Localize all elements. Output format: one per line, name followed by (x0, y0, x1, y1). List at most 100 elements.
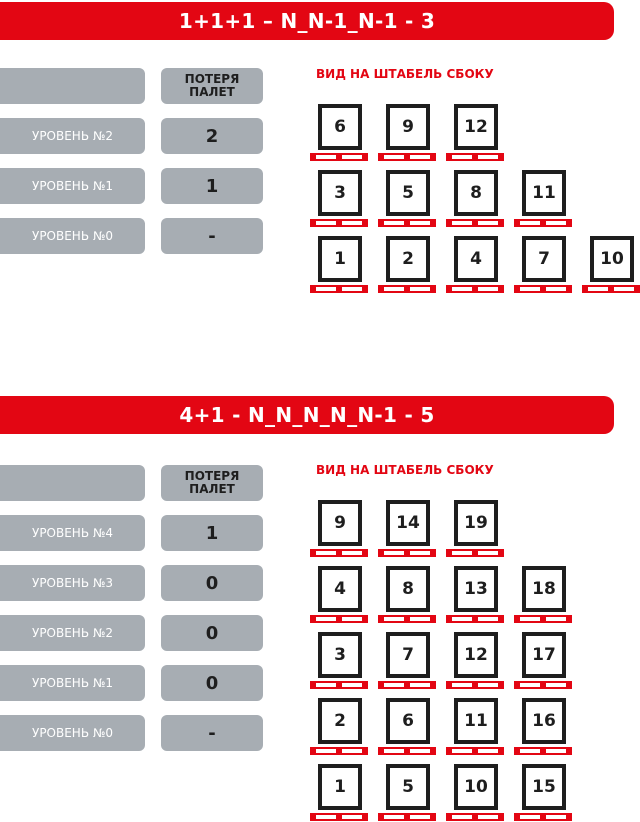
level-label: УРОВЕНЬ №0 (0, 218, 145, 254)
pallet: 4 (446, 236, 504, 294)
pallet-skid (310, 219, 368, 227)
pallet-number: 10 (590, 236, 634, 282)
pallet-skid (310, 615, 368, 623)
pallet: 5 (378, 764, 436, 822)
pallet-number: 11 (454, 698, 498, 744)
loss-header: ПОТЕРЯ ПАЛЕТ (161, 68, 263, 104)
pallet-number: 13 (454, 566, 498, 612)
pallet-number: 5 (386, 764, 430, 810)
pallet-skid (446, 747, 504, 755)
pallet: 1 (310, 764, 368, 822)
pallet-number: 14 (386, 500, 430, 546)
pallet: 7 (514, 236, 572, 294)
pallet: 6 (310, 104, 368, 162)
pallet: 11 (514, 170, 572, 228)
pallet: 6 (378, 698, 436, 756)
pallet: 12 (446, 104, 504, 162)
pallet-skid (446, 219, 504, 227)
pallet-skid (446, 681, 504, 689)
pallet-skid (310, 549, 368, 557)
loss-header-line2: ПАЛЕТ (189, 482, 235, 496)
pallet-number: 12 (454, 632, 498, 678)
pallet-number: 12 (454, 104, 498, 150)
loss-header-line1: ПОТЕРЯ (184, 72, 240, 86)
pallet-number: 9 (318, 500, 362, 546)
pallet: 18 (514, 566, 572, 624)
loss-header: ПОТЕРЯ ПАЛЕТ (161, 465, 263, 501)
level-label: УРОВЕНЬ №0 (0, 715, 145, 751)
pallet-number: 16 (522, 698, 566, 744)
pallet-number: 15 (522, 764, 566, 810)
pallet-skid (446, 285, 504, 293)
pallet-skid (378, 813, 436, 821)
pallet: 5 (378, 170, 436, 228)
pallet-number: 7 (386, 632, 430, 678)
stack-view-title: ВИД НА ШТАБЕЛЬ СБОКУ (316, 67, 494, 81)
level-loss-value: 2 (161, 118, 263, 154)
pallet-number: 11 (522, 170, 566, 216)
pallet: 14 (378, 500, 436, 558)
pallet-skid (514, 219, 572, 227)
pallet-skid (582, 285, 640, 293)
pallet: 9 (378, 104, 436, 162)
pallet-number: 2 (318, 698, 362, 744)
pallet: 3 (310, 632, 368, 690)
pallet-number: 3 (318, 632, 362, 678)
level-loss-value: 0 (161, 615, 263, 651)
level-loss-value: - (161, 715, 263, 751)
level-loss-value: 1 (161, 168, 263, 204)
pallet-skid (514, 681, 572, 689)
empty-header-cell (0, 68, 145, 104)
level-loss-value: - (161, 218, 263, 254)
pallet: 13 (446, 566, 504, 624)
section1-banner: 1+1+1 – N_N-1_N-1 - 3 (0, 2, 614, 40)
pallet-skid (310, 681, 368, 689)
pallet: 16 (514, 698, 572, 756)
level-label: УРОВЕНЬ №3 (0, 565, 145, 601)
pallet-skid (378, 153, 436, 161)
pallet-skid (514, 813, 572, 821)
pallet-number: 17 (522, 632, 566, 678)
pallet-number: 9 (386, 104, 430, 150)
pallet-skid (378, 219, 436, 227)
pallet: 8 (378, 566, 436, 624)
pallet: 11 (446, 698, 504, 756)
pallet: 2 (378, 236, 436, 294)
level-loss-value: 1 (161, 515, 263, 551)
pallet-skid (310, 153, 368, 161)
pallet-skid (514, 747, 572, 755)
pallet-number: 18 (522, 566, 566, 612)
pallet-skid (310, 747, 368, 755)
loss-header-line2: ПАЛЕТ (189, 85, 235, 99)
pallet: 4 (310, 566, 368, 624)
pallet-skid (378, 681, 436, 689)
pallet: 2 (310, 698, 368, 756)
pallet-number: 8 (386, 566, 430, 612)
pallet: 3 (310, 170, 368, 228)
pallet: 1 (310, 236, 368, 294)
level-loss-value: 0 (161, 665, 263, 701)
pallet-skid (514, 285, 572, 293)
pallet-number: 1 (318, 764, 362, 810)
pallet-skid (378, 285, 436, 293)
pallet-skid (378, 549, 436, 557)
pallet-number: 6 (386, 698, 430, 744)
pallet-skid (446, 153, 504, 161)
pallet-skid (514, 615, 572, 623)
pallet-skid (446, 813, 504, 821)
pallet-number: 4 (454, 236, 498, 282)
stack-view-title: ВИД НА ШТАБЕЛЬ СБОКУ (316, 463, 494, 477)
pallet-number: 5 (386, 170, 430, 216)
pallet: 8 (446, 170, 504, 228)
section2-banner: 4+1 - N_N_N_N_N-1 - 5 (0, 396, 614, 434)
pallet: 9 (310, 500, 368, 558)
pallet-skid (446, 615, 504, 623)
pallet-number: 8 (454, 170, 498, 216)
pallet: 19 (446, 500, 504, 558)
pallet-number: 1 (318, 236, 362, 282)
pallet-skid (310, 813, 368, 821)
level-label: УРОВЕНЬ №1 (0, 665, 145, 701)
pallet: 15 (514, 764, 572, 822)
pallet-skid (378, 747, 436, 755)
pallet-skid (446, 549, 504, 557)
